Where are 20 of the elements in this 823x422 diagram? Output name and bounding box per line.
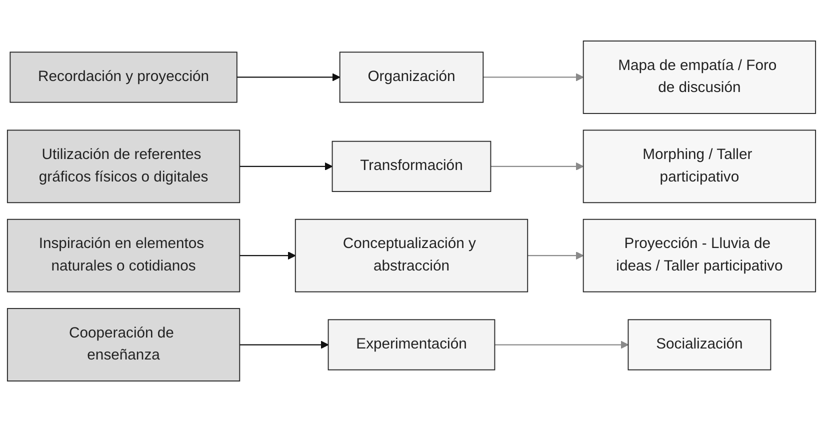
arrow: [236, 73, 340, 82]
node-box: Transformación: [332, 140, 492, 192]
node-box: Cooperación de enseñanza: [6, 308, 240, 382]
node-box: Recordación y proyección: [10, 52, 238, 103]
arrow: [240, 162, 333, 170]
node-box: Morphing / Taller participativo: [582, 130, 816, 204]
node-box: Mapa de empatía / Foro de discusión: [582, 40, 816, 114]
arrow: [240, 252, 296, 260]
node-box: Proyección - Lluvia de ideas / Taller participativo: [582, 218, 816, 292]
node-box: Inspiración en elementos naturales o cotidianos: [6, 218, 240, 292]
node-box: Organización: [339, 52, 484, 103]
arrow: [528, 252, 584, 260]
node-box: Experimentación: [328, 319, 496, 370]
arrow: [240, 340, 329, 349]
arrow: [490, 162, 584, 170]
node-box: Socialización: [628, 319, 772, 370]
arrow: [483, 73, 584, 82]
node-box: Utilización de referentes gráficos físicos o digitales: [6, 130, 240, 204]
node-box: Conceptualización y abstracción: [294, 218, 528, 292]
arrow: [494, 340, 629, 349]
